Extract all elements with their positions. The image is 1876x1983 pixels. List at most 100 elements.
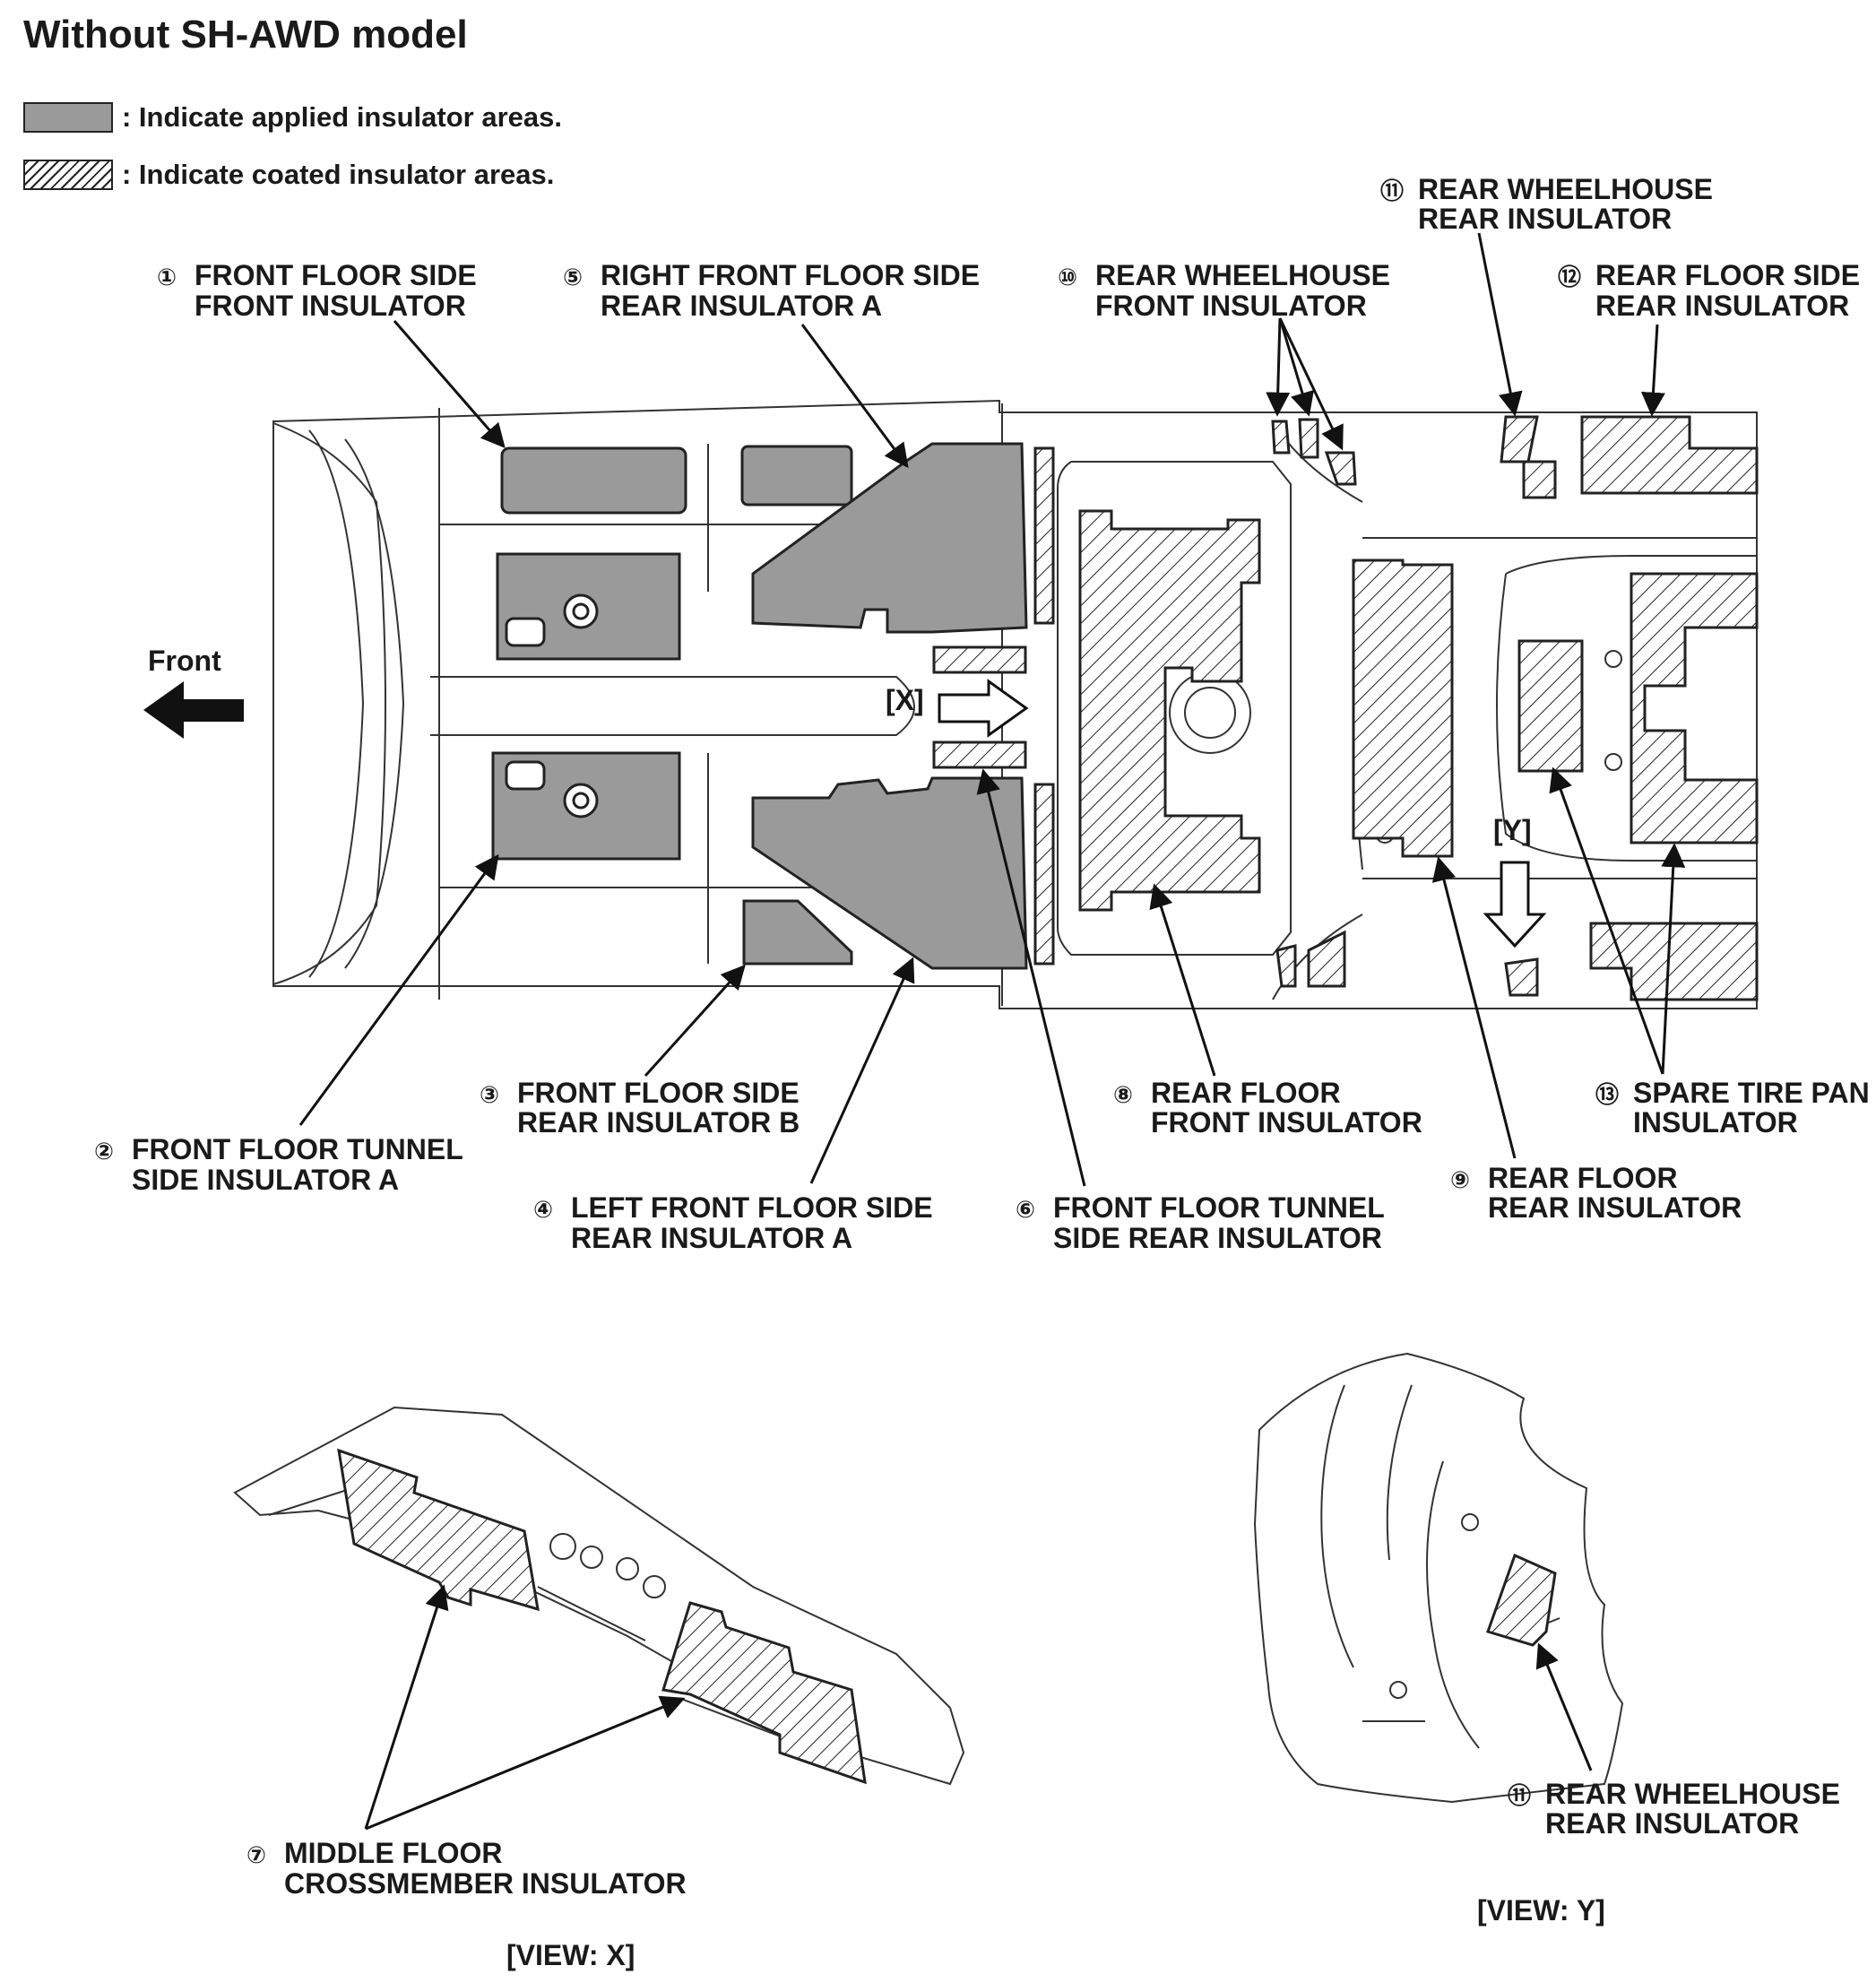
area-6a <box>932 645 1027 674</box>
area-11-view <box>1486 1553 1557 1647</box>
svg-text:REAR INSULATOR A: REAR INSULATOR A <box>601 290 882 322</box>
view-x-detail <box>233 1406 965 1831</box>
svg-text:MIDDLE FLOOR: MIDDLE FLOOR <box>284 1837 503 1869</box>
area-11-c <box>1504 957 1539 997</box>
view-y-caption: [VIEW: Y] <box>1477 1894 1605 1927</box>
view-y-marker: [Y] <box>1493 814 1532 846</box>
svg-text:FRONT INSULATOR: FRONT INSULATOR <box>1095 290 1367 322</box>
view-y-arrow <box>1483 861 1547 948</box>
callout-1: ① FRONT FLOOR SIDE FRONT INSULATOR <box>157 259 477 322</box>
area-10-c <box>1324 451 1357 486</box>
area-12-top <box>1580 415 1759 495</box>
area-10-a <box>1271 420 1291 455</box>
svg-text:REAR INSULATOR: REAR INSULATOR <box>1545 1807 1799 1840</box>
svg-text:FRONT FLOOR SIDE: FRONT FLOOR SIDE <box>195 259 477 291</box>
legend-applied-text: : Indicate applied insulator areas. <box>122 101 562 133</box>
callout-12: ⑫ REAR FLOOR SIDE REAR INSULATOR <box>1558 259 1860 322</box>
svg-text:REAR FLOOR SIDE: REAR FLOOR SIDE <box>1595 259 1860 291</box>
svg-text:⑧: ⑧ <box>1113 1081 1133 1108</box>
svg-text:SIDE REAR INSULATOR: SIDE REAR INSULATOR <box>1053 1222 1382 1254</box>
svg-text:FRONT INSULATOR: FRONT INSULATOR <box>195 290 466 322</box>
svg-text:FRONT INSULATOR: FRONT INSULATOR <box>1151 1106 1422 1139</box>
view-x-marker: [X] <box>886 684 924 716</box>
area-edge-right <box>1033 446 1055 625</box>
area-3-right <box>740 445 853 507</box>
legend-coated: : Indicate coated insulator areas. <box>23 159 554 191</box>
area-6b <box>932 740 1027 769</box>
legend-coated-text: : Indicate coated insulator areas. <box>122 159 555 190</box>
callout-9: ⑨ REAR FLOOR REAR INSULATOR <box>1450 1162 1742 1224</box>
callout-11-view-y: ⑪ REAR WHEELHOUSE REAR INSULATOR <box>1508 1778 1840 1840</box>
svg-text:REAR WHEELHOUSE: REAR WHEELHOUSE <box>1095 259 1390 291</box>
area-13-right <box>1630 572 1759 844</box>
area-rear-wheel-small <box>1275 930 1346 988</box>
svg-text:LEFT FRONT FLOOR SIDE: LEFT FRONT FLOOR SIDE <box>571 1191 933 1224</box>
svg-text:REAR INSULATOR: REAR INSULATOR <box>1595 290 1849 322</box>
area-edge-left <box>1033 783 1055 966</box>
area-7-a <box>337 1448 540 1612</box>
callout-7: ⑦ MIDDLE FLOOR CROSSMEMBER INSULATOR <box>246 1837 687 1900</box>
svg-text:REAR INSULATOR B: REAR INSULATOR B <box>517 1106 800 1139</box>
view-x-arrow <box>938 679 1029 738</box>
area-1 <box>500 446 687 515</box>
svg-text:REAR INSULATOR: REAR INSULATOR <box>1418 203 1672 235</box>
svg-text:⑩: ⑩ <box>1058 264 1077 290</box>
area-9 <box>1352 559 1454 858</box>
svg-text:⑨: ⑨ <box>1450 1166 1470 1193</box>
coated-swatch <box>23 160 113 190</box>
leader-lines <box>298 232 1686 1187</box>
svg-text:⑪: ⑪ <box>1380 178 1404 204</box>
area-5 <box>751 442 1028 634</box>
callout-2: ② FRONT FLOOR TUNNEL SIDE INSULATOR A <box>94 1133 463 1196</box>
svg-text:SIDE INSULATOR A: SIDE INSULATOR A <box>132 1164 399 1196</box>
legend-applied: : Indicate applied insulator areas. <box>23 101 562 134</box>
svg-text:REAR WHEELHOUSE: REAR WHEELHOUSE <box>1418 173 1713 205</box>
svg-text:FRONT FLOOR TUNNEL: FRONT FLOOR TUNNEL <box>1053 1191 1385 1224</box>
callout-4: ④ LEFT FRONT FLOOR SIDE REAR INSULATOR A <box>533 1191 933 1254</box>
view-y-detail <box>1253 1352 1624 1804</box>
svg-text:⑬: ⑬ <box>1595 1081 1619 1108</box>
callout-5: ⑤ RIGHT FRONT FLOOR SIDE REAR INSULATOR … <box>563 259 980 322</box>
svg-text:FRONT FLOOR SIDE: FRONT FLOOR SIDE <box>517 1077 800 1109</box>
svg-text:②: ② <box>94 1138 114 1165</box>
svg-text:REAR INSULATOR: REAR INSULATOR <box>1488 1191 1742 1224</box>
svg-text:REAR WHEELHOUSE: REAR WHEELHOUSE <box>1545 1778 1840 1810</box>
seat-anchors <box>505 593 599 818</box>
svg-text:REAR INSULATOR A: REAR INSULATOR A <box>571 1222 852 1254</box>
area-10-b <box>1298 418 1319 459</box>
area-7-b <box>661 1601 867 1785</box>
svg-text:INSULATOR: INSULATOR <box>1633 1106 1798 1139</box>
area-12-bottom <box>1589 922 1759 1001</box>
area-13-left <box>1517 639 1584 773</box>
svg-text:REAR FLOOR: REAR FLOOR <box>1488 1162 1678 1194</box>
svg-text:⑤: ⑤ <box>563 264 583 290</box>
svg-text:SPARE TIRE PAN: SPARE TIRE PAN <box>1633 1077 1870 1109</box>
callout-6: ⑥ FRONT FLOOR TUNNEL SIDE REAR INSULATOR <box>1016 1191 1385 1254</box>
callout-8: ⑧ REAR FLOOR FRONT INSULATOR <box>1113 1077 1422 1139</box>
svg-text:④: ④ <box>533 1196 553 1223</box>
callout-11-top: ⑪ REAR WHEELHOUSE REAR INSULATOR <box>1380 173 1713 235</box>
view-x-caption: [VIEW: X] <box>506 1939 635 1971</box>
svg-text:REAR FLOOR: REAR FLOOR <box>1151 1077 1341 1109</box>
coated-areas <box>932 415 1759 1001</box>
svg-text:③: ③ <box>480 1081 499 1108</box>
area-11-a <box>1500 415 1539 463</box>
area-3-left <box>742 899 853 966</box>
callout-3: ③ FRONT FLOOR SIDE REAR INSULATOR B <box>480 1077 800 1139</box>
area-11-b <box>1522 460 1557 499</box>
area-4 <box>751 776 1028 970</box>
callout-13: ⑬ SPARE TIRE PAN INSULATOR <box>1595 1077 1870 1139</box>
svg-text:FRONT FLOOR TUNNEL: FRONT FLOOR TUNNEL <box>132 1133 463 1165</box>
callout-10: ⑩ REAR WHEELHOUSE FRONT INSULATOR <box>1058 259 1390 322</box>
svg-text:⑪: ⑪ <box>1508 1782 1531 1809</box>
svg-text:⑦: ⑦ <box>246 1841 266 1868</box>
front-label: Front <box>148 645 221 677</box>
applied-swatch <box>23 102 113 133</box>
svg-text:①: ① <box>157 264 177 290</box>
front-direction-arrow <box>143 681 244 739</box>
svg-text:⑥: ⑥ <box>1016 1196 1035 1223</box>
svg-text:CROSSMEMBER INSULATOR: CROSSMEMBER INSULATOR <box>284 1867 687 1900</box>
svg-text:⑫: ⑫ <box>1558 264 1581 290</box>
svg-text:RIGHT FRONT FLOOR SIDE: RIGHT FRONT FLOOR SIDE <box>601 259 980 291</box>
